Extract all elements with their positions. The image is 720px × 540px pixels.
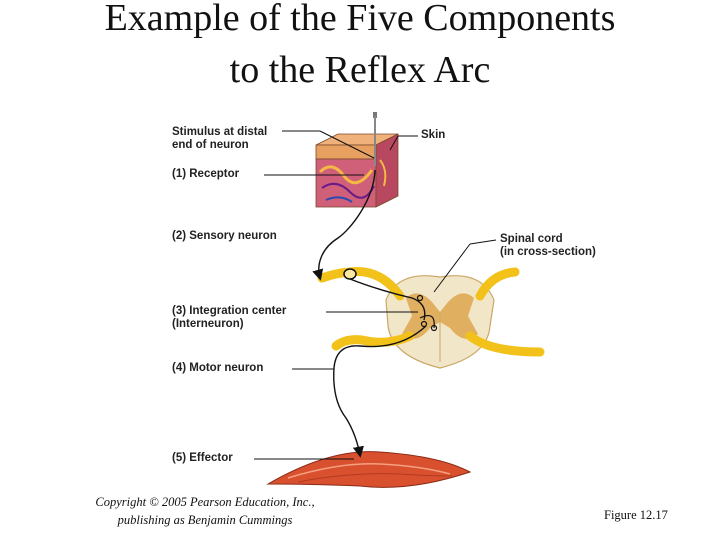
label-spinal-cord: Spinal cord (in cross-section) bbox=[500, 233, 596, 259]
copyright-line-2: publishing as Benjamin Cummings bbox=[117, 513, 293, 527]
label-spinal-cord-line-1: Spinal cord bbox=[500, 233, 563, 245]
figure-number: Figure 12.17 bbox=[604, 508, 668, 522]
pin-stimulus bbox=[373, 112, 377, 166]
synapse-dot-2 bbox=[420, 320, 428, 328]
title-line-2: to the Reflex Arc bbox=[229, 49, 491, 91]
leader-spinal-cord bbox=[469, 239, 497, 245]
leader-spinal-cord-diagonal bbox=[433, 243, 471, 293]
synapse-dot-3 bbox=[430, 324, 438, 332]
label-receptor: (1) Receptor bbox=[172, 168, 240, 180]
leader-skin-diagonal bbox=[389, 135, 399, 151]
label-stimulus: Stimulus at distal end of neuron bbox=[172, 126, 267, 152]
copyright-notice: Copyright © 2005 Pearson Education, Inc.… bbox=[70, 493, 340, 529]
label-stimulus-line-2: end of neuron bbox=[172, 139, 249, 151]
label-integration-line-1: (3) Integration center bbox=[172, 305, 287, 317]
synapse-dot-1 bbox=[416, 294, 424, 302]
ventral-root-right bbox=[465, 331, 545, 357]
title-line-1: Example of the Five Components bbox=[104, 0, 616, 39]
spinal-cord-cross-section bbox=[385, 275, 495, 369]
ventral-root-left bbox=[331, 331, 415, 351]
muscle-effector bbox=[266, 451, 472, 488]
label-skin: Skin bbox=[421, 129, 446, 141]
dorsal-root-ganglion bbox=[343, 268, 357, 280]
motor-pathway-arrow bbox=[333, 325, 427, 458]
copyright-line-1: Copyright © 2005 Pearson Education, Inc.… bbox=[95, 495, 315, 509]
label-sensory-neuron: (2) Sensory neuron bbox=[172, 230, 277, 242]
dorsal-root-right bbox=[475, 267, 520, 301]
label-motor-neuron: (4) Motor neuron bbox=[172, 362, 264, 374]
interneuron-pathway bbox=[349, 278, 426, 321]
label-integration-center: (3) Integration center (Interneuron) bbox=[172, 305, 286, 331]
label-effector: (5) Effector bbox=[172, 452, 233, 464]
label-integration-line-2: (Interneuron) bbox=[172, 318, 244, 330]
label-spinal-cord-line-2: (in cross-section) bbox=[500, 246, 596, 258]
leader-stimulus-diagonal bbox=[319, 130, 375, 159]
slide-title: Example of the Five Components to the Re… bbox=[0, 0, 720, 96]
skin-block-illustration bbox=[315, 133, 399, 208]
label-stimulus-line-1: Stimulus at distal bbox=[172, 126, 268, 138]
sensory-pathway-arrow bbox=[312, 169, 376, 281]
